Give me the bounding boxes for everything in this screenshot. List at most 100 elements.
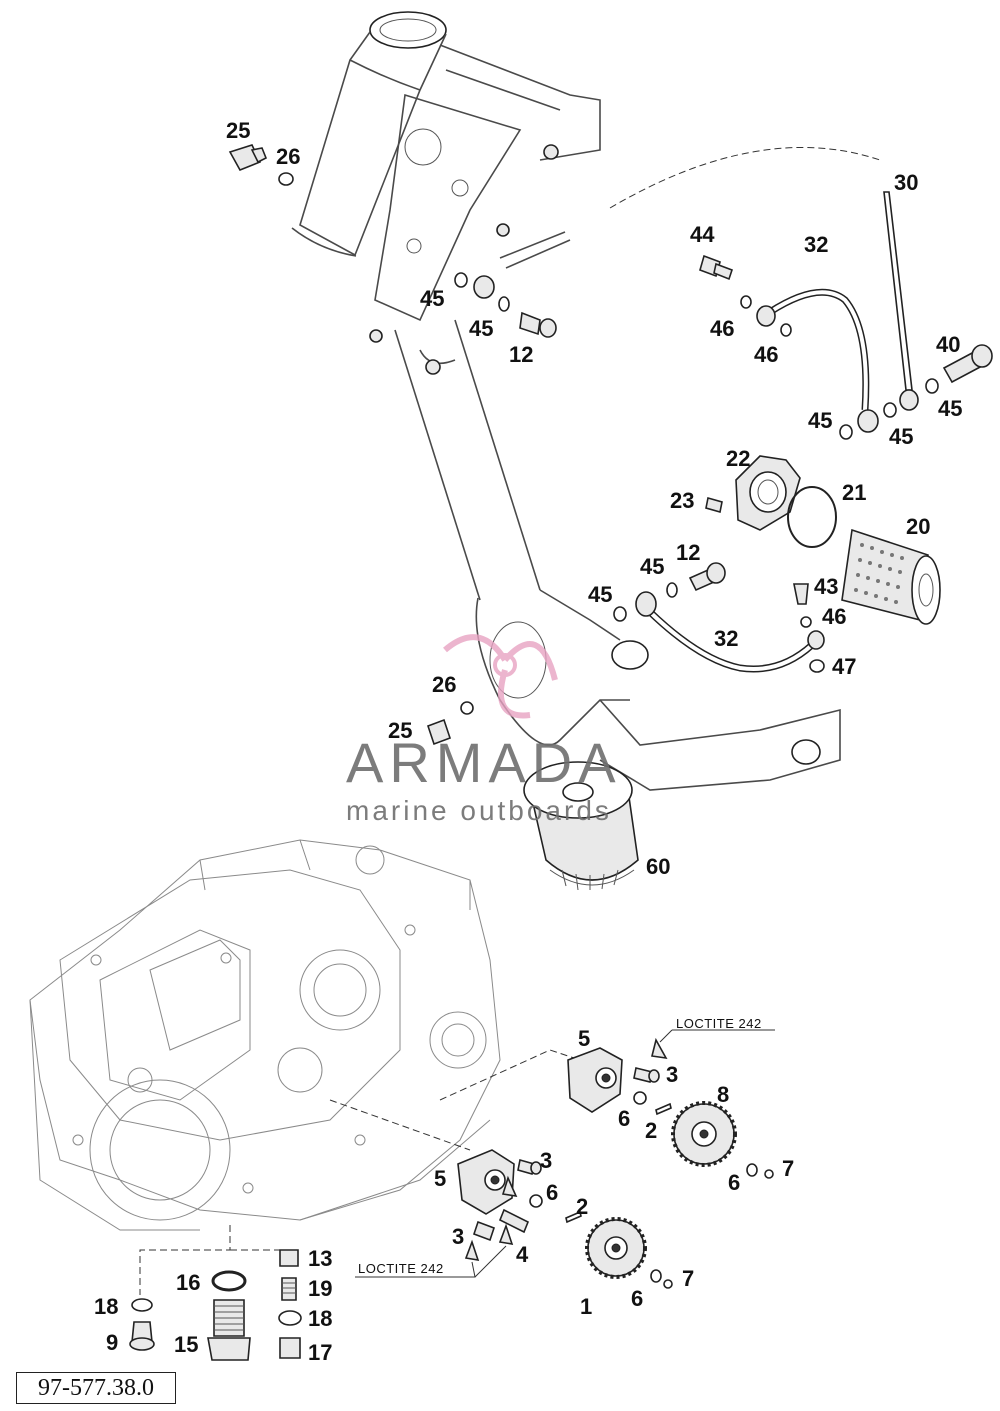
callout-label: 26 (432, 672, 456, 697)
assembly-line-upper-pump (439, 1049, 581, 1101)
callout-label: 2 (645, 1118, 657, 1143)
callout-label: 18 (308, 1306, 332, 1331)
washer-18-left (131, 1298, 153, 1312)
callout-label: 23 (670, 488, 694, 513)
washer-6-upper-b (746, 1163, 758, 1177)
callout-label: 43 (814, 574, 838, 599)
callout-label: 47 (832, 654, 856, 679)
banjo-bolt-12-top (519, 311, 557, 338)
callout-label: 9 (106, 1330, 118, 1355)
callout-labels: 25 26 45 45 12 30 44 32 46 46 40 45 45 4… (94, 118, 962, 1365)
plug-17 (279, 1337, 301, 1359)
callout-label: 1 (580, 1294, 592, 1319)
callout-label: 30 (894, 170, 918, 195)
callout-label: 45 (889, 424, 913, 449)
callout-label: 18 (94, 1294, 118, 1319)
loctite-drop-upper (651, 1037, 668, 1060)
callout-label: 3 (540, 1148, 552, 1173)
loctite-label-upper: LOCTITE 242 (676, 1016, 762, 1031)
o-ring-26-top (278, 172, 294, 186)
callout-label: 19 (308, 1276, 332, 1301)
screw-3-lower-a (517, 1158, 542, 1176)
spin-on-filter-60 (523, 761, 639, 891)
assembly-line-lower-pump (329, 1099, 471, 1151)
callout-label: 7 (682, 1266, 694, 1291)
banjo-bolt-44 (699, 254, 734, 281)
callout-label: 2 (576, 1194, 588, 1219)
drawing-number: 97-577.38.0 (16, 1372, 176, 1404)
oil-filter-insert-20 (841, 528, 941, 625)
washer-45-a (454, 272, 468, 288)
screw-3-lower-b (472, 1220, 496, 1242)
callout-label: 4 (516, 1242, 529, 1267)
loctite-leader-upper (659, 1029, 775, 1043)
washer-45-b (498, 296, 510, 312)
watermark-tagline: marine outboards (346, 795, 612, 826)
callout-label: 45 (469, 316, 493, 341)
callout-label: 45 (938, 396, 962, 421)
callout-label: 32 (804, 232, 828, 257)
washer-46-c (800, 616, 812, 628)
callout-label: 25 (388, 718, 412, 743)
washer-46-b (780, 323, 792, 337)
filter-cover-22 (735, 455, 801, 531)
gear-1 (585, 1217, 647, 1279)
callout-label: 26 (276, 144, 300, 169)
callout-label: 17 (308, 1340, 332, 1365)
oil-line-32-upper (756, 288, 879, 433)
banjo-fitting-upper (473, 275, 495, 299)
washer-45-f (613, 606, 627, 622)
callout-label: 45 (808, 408, 832, 433)
drain-plug-25-top (228, 144, 268, 172)
clip-7-upper (764, 1169, 774, 1179)
oil-pump-cover-upper-5 (567, 1047, 623, 1113)
callout-label: 6 (631, 1286, 643, 1311)
callout-label: 22 (726, 446, 750, 471)
callout-label: 5 (578, 1026, 590, 1051)
callout-label: 44 (690, 222, 715, 247)
callout-label: 45 (420, 286, 444, 311)
banjo-bolt-12-lower (688, 562, 726, 592)
oil-screen-15 (207, 1299, 251, 1361)
callout-label: 46 (754, 342, 778, 367)
washer-46-a (740, 295, 752, 309)
callout-label: 13 (308, 1246, 332, 1271)
callout-label: 12 (509, 342, 533, 367)
watermark-brand: ARMADA (346, 731, 622, 794)
callout-label: 21 (842, 480, 866, 505)
callout-label: 3 (452, 1224, 464, 1249)
o-ring-16 (211, 1270, 247, 1292)
callout-label: 45 (588, 582, 612, 607)
o-ring-21 (787, 486, 837, 548)
gear-8 (671, 1101, 737, 1167)
callout-label: 3 (666, 1062, 678, 1087)
callout-label: 5 (434, 1166, 446, 1191)
oil-pump-cover-lower-5 (457, 1149, 515, 1215)
callout-label: 6 (728, 1170, 740, 1195)
callout-label: 6 (546, 1180, 558, 1205)
banjo-bolt-43 (793, 583, 809, 605)
loctite-leader-lower (355, 1245, 507, 1278)
washer-6-upper (633, 1091, 647, 1105)
callout-label: 45 (640, 554, 664, 579)
callout-label: 32 (714, 626, 738, 651)
screw-3-upper (633, 1067, 660, 1083)
drain-plug-25-lower (426, 718, 452, 746)
callout-label: 25 (226, 118, 250, 143)
loctite-drop-c (498, 1223, 514, 1246)
callout-label: 40 (936, 332, 960, 357)
callout-label: 16 (176, 1270, 200, 1295)
drain-plug-9 (129, 1321, 155, 1351)
screw-4 (498, 1208, 530, 1234)
pin-2-upper (655, 1102, 672, 1116)
motorcycle-frame (291, 11, 841, 791)
loctite-label-lower: LOCTITE 242 (358, 1261, 444, 1276)
callout-label: 12 (676, 540, 700, 565)
callout-label: 20 (906, 514, 930, 539)
clip-7-lower (663, 1279, 673, 1289)
callout-label: 15 (174, 1332, 198, 1357)
washer-6-lower (529, 1194, 543, 1208)
banjo-bolt-40 (942, 344, 993, 384)
